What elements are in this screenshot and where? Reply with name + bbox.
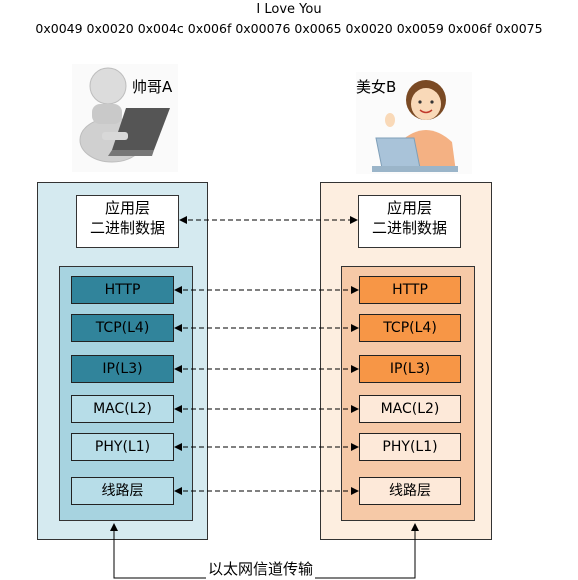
stack-b-layer-mac: MAC(L2) [359,395,461,423]
stack-a-layer-http: HTTP [71,276,174,304]
stack-b-application-layer: 应用层 二进制数据 [358,195,461,248]
person-a-label: 帅哥A [132,78,173,96]
stack-a-application-layer: 应用层 二进制数据 [76,195,179,248]
stack-b-layer-ip: IP(L3) [359,355,461,383]
stack-b-layer-tcp: TCP(L4) [359,314,461,342]
stack-a-layer-mac: MAC(L2) [71,395,174,423]
stack-a-layer-ip: IP(L3) [71,355,174,383]
channel-label: 以太网信道传输 [206,558,316,579]
person-b-label: 美女B [356,78,397,96]
stack-b-layer-line: 线路层 [359,477,461,505]
unicode-hex-line: 0x0049 0x0020 0x004c 0x006f 0x00076 0x00… [35,21,543,36]
stack-b-app-sublabel: 二进制数据 [371,219,447,237]
stack-b-layer-phy: PHY(L1) [359,433,461,461]
stack-a-layer-phy: PHY(L1) [71,433,174,461]
stack-a-app-sublabel: 二进制数据 [89,219,165,237]
person-with-laptop-icon [72,64,178,172]
stack-b-app-label: 应用层 [386,199,432,217]
stack-b-layer-http: HTTP [359,276,461,304]
stack-a-app-label: 应用层 [104,199,150,217]
woman-with-laptop-icon [356,72,472,174]
stack-a-layer-tcp: TCP(L4) [71,314,174,342]
message-title: I Love You [256,2,322,17]
stack-a-layer-line: 线路层 [71,477,174,505]
